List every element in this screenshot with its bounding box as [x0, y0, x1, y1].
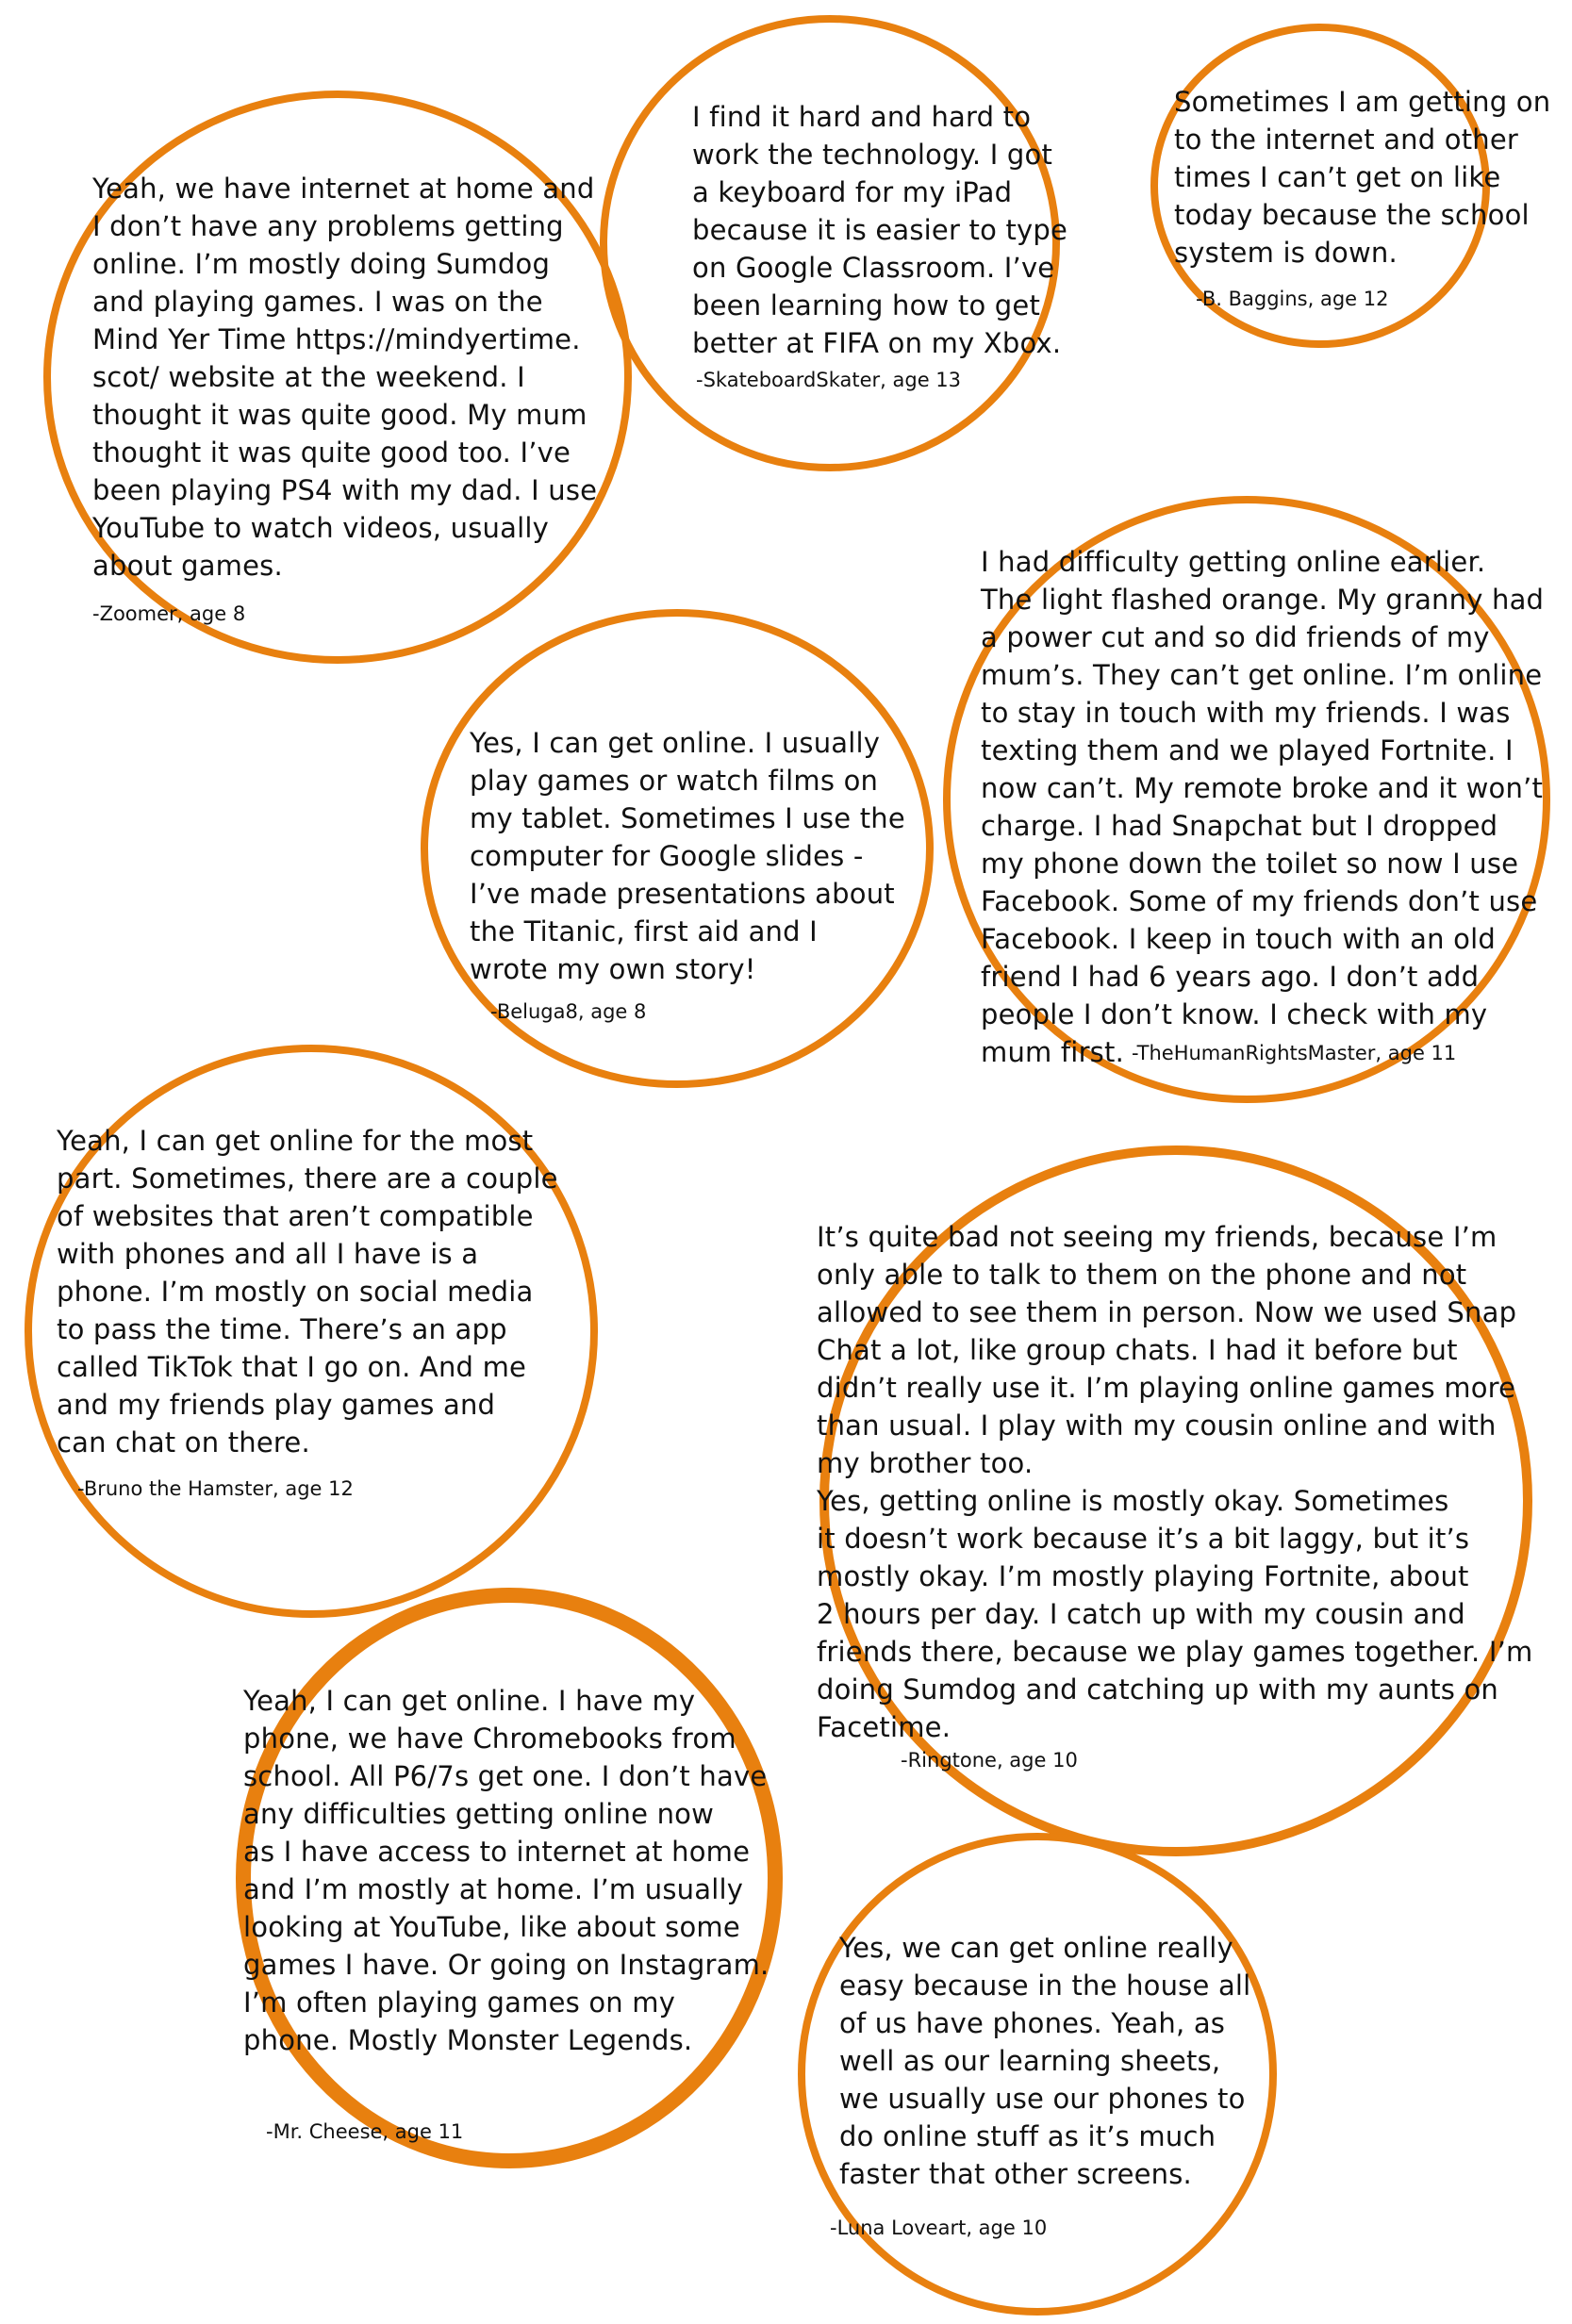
quote-bruno: Yeah, I can get online for the most part…: [57, 1125, 558, 1459]
quote-zoomer: Yeah, we have internet at home and I don…: [92, 173, 598, 582]
author-beluga8: -Beluga8, age 8: [490, 1000, 647, 1023]
quote-luna-loveart: Yes, we can get online really easy becau…: [839, 1932, 1251, 2190]
ring-bruno: [25, 1045, 598, 1618]
author-mr-cheese: -Mr. Cheese, age 11: [266, 2120, 464, 2143]
ring-humanrightsmaster: [943, 496, 1550, 1103]
author-b-baggins: -B. Baggins, age 12: [1196, 288, 1389, 310]
quote-skateboardskater: I find it hard and hard to work the tech…: [692, 101, 1068, 359]
ring-skateboardskater: [600, 15, 1060, 471]
author-zoomer: -Zoomer, age 8: [92, 602, 246, 625]
ring-beluga8: [421, 609, 934, 1088]
author-luna-loveart: -Luna Loveart, age 10: [830, 2217, 1048, 2239]
quote-beluga8: Yes, I can get online. I usually play ga…: [470, 727, 905, 985]
ring-ringtone: [819, 1146, 1532, 1856]
author-humanrightsmaster: -TheHumanRightsMaster, age 11: [1132, 1042, 1457, 1064]
quote-ringtone: It’s quite bad not seeing my friends, be…: [817, 1221, 1533, 1743]
quote-humanrightsmaster: I had difficulty getting online earlier.…: [981, 546, 1545, 1068]
ring-zoomer: [43, 91, 632, 664]
ring-mr-cheese: [236, 1588, 783, 2168]
author-skateboardskater: -SkateboardSkater, age 13: [696, 369, 962, 391]
author-bruno: -Bruno the Hamster, age 12: [77, 1477, 354, 1500]
quote-b-baggins: Sometimes I am getting on to the interne…: [1174, 86, 1551, 269]
ring-b-baggins: [1150, 24, 1490, 348]
quote-mr-cheese: Yeah, I can get online. I have my phone,…: [243, 1685, 769, 2056]
ring-luna-loveart: [798, 1833, 1277, 2316]
author-ringtone: -Ringtone, age 10: [901, 1749, 1078, 1772]
